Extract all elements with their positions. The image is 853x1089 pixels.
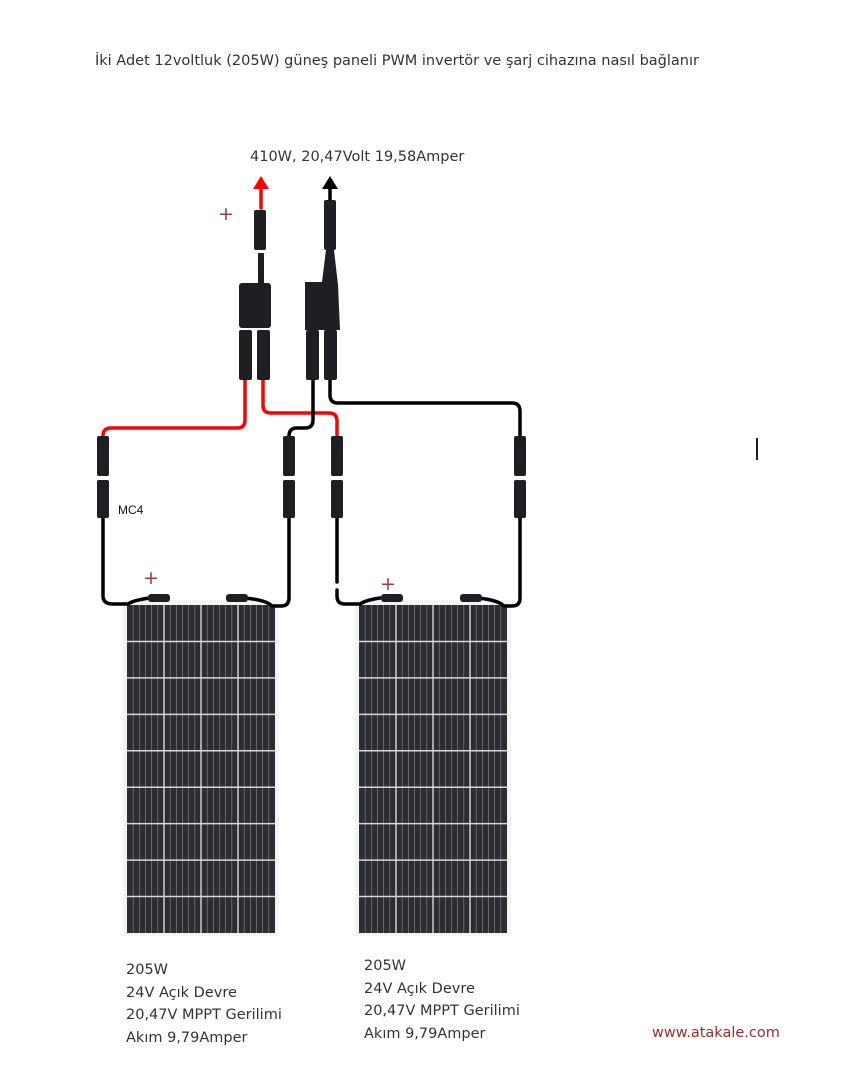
mc4-connector-4 xyxy=(514,436,526,476)
plus-sign-panel-left: + xyxy=(143,567,159,589)
y-branch-positive xyxy=(258,253,264,283)
junction-plug-left-pos xyxy=(148,594,170,602)
connectors xyxy=(97,200,758,602)
spec-open-circuit: 24V Açık Devre xyxy=(364,980,475,997)
plus-sign-panel-right: + xyxy=(380,573,396,595)
edge-mark xyxy=(756,438,758,460)
solar-panel-right xyxy=(355,600,511,936)
mc4-connector-branch-neg-2 xyxy=(324,330,337,380)
panel-left-specs: 205W 24V Açık Devre 20,47V MPPT Gerilimi… xyxy=(126,959,282,1049)
spec-power: 205W xyxy=(364,958,407,974)
mc4-connector-1b xyxy=(97,480,109,518)
panel-right-positive-cable xyxy=(335,513,382,606)
panel-right-specs: 205W 24V Açık Devre 20,47V MPPT Gerilimi… xyxy=(364,955,520,1045)
mc4-connector-3 xyxy=(331,436,343,476)
spec-mppt: 20,47V MPPT Gerilimi xyxy=(126,1007,282,1023)
output-negative-arrow-icon xyxy=(322,176,338,189)
negative-wire-left xyxy=(287,370,315,448)
junction-plug-right-neg xyxy=(460,594,482,602)
panel-left-negative-cable xyxy=(243,513,291,608)
mc4-connector-1 xyxy=(97,436,109,476)
diagram-title: İki Adet 12voltluk (205W) güneş paneli P… xyxy=(95,53,699,69)
positive-wire-left xyxy=(101,370,247,448)
mc4-connector-3b xyxy=(331,480,343,518)
mc4-connector-output-negative xyxy=(324,200,336,250)
spec-open-circuit: 24V Açık Devre xyxy=(126,984,237,1001)
mc4-connector-4b xyxy=(514,480,526,518)
solar-panel-left xyxy=(123,600,279,936)
spec-current: Akım 9,79Amper xyxy=(364,1025,486,1042)
positive-wire-right xyxy=(261,370,339,448)
mc4-connector-branch-pos-2 xyxy=(257,330,270,380)
plus-sign-output: + xyxy=(218,203,234,225)
mc4-connector-branch-pos-1 xyxy=(239,330,252,380)
panel-right-negative-cable xyxy=(476,513,522,608)
mc4-connector-output-positive xyxy=(254,210,266,250)
spec-mppt: 20,47V MPPT Gerilimi xyxy=(364,1003,520,1019)
mc4-connector-branch-neg-1 xyxy=(306,330,319,380)
panel-left-positive-cable xyxy=(101,513,152,606)
y-branch-positive-body xyxy=(239,283,271,328)
spec-power: 205W xyxy=(126,962,169,978)
output-positive-arrow-icon xyxy=(253,176,269,189)
output-rating-label: 410W, 20,47Volt 19,58Amper xyxy=(250,149,465,165)
negative-wire-right xyxy=(328,370,522,448)
junction-plug-left-neg xyxy=(226,594,248,602)
spec-current: Akım 9,79Amper xyxy=(126,1029,248,1046)
junction-plug-right-pos xyxy=(381,594,403,602)
mc4-connector-2 xyxy=(283,436,295,476)
mc4-connector-2b xyxy=(283,480,295,518)
mc4-label: MC4 xyxy=(118,503,144,517)
y-branch-negative xyxy=(305,250,340,330)
website-link[interactable]: www.atakale.com xyxy=(652,1025,780,1041)
